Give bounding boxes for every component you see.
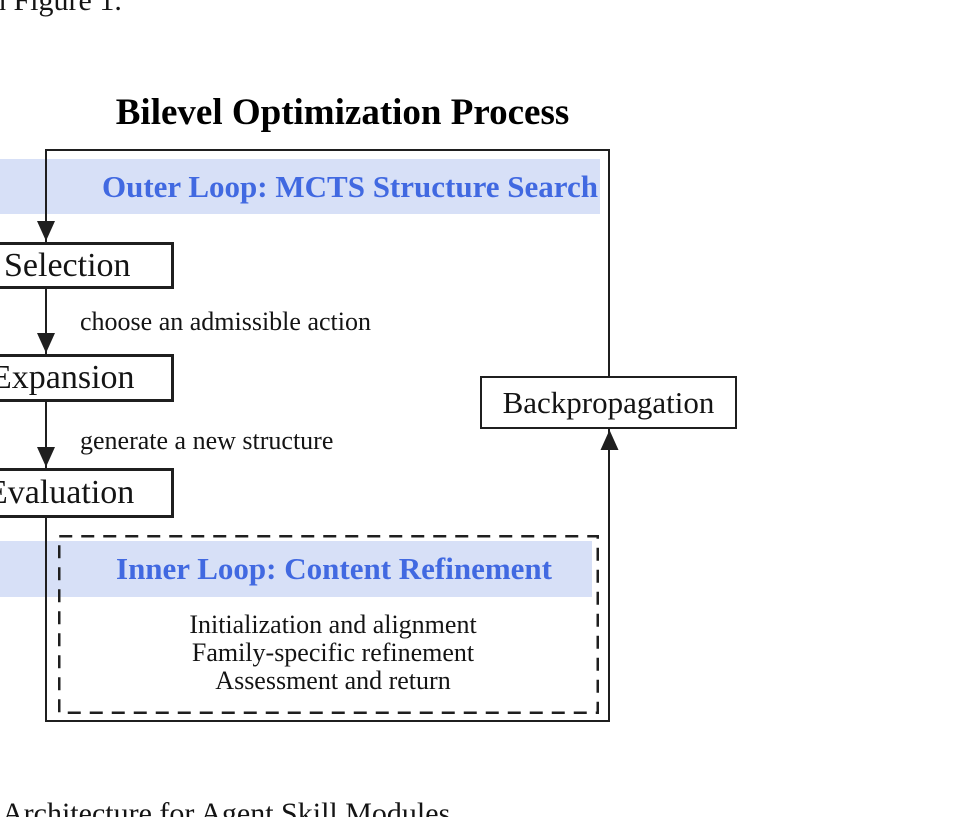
node-backpropagation: Backpropagation (480, 376, 737, 429)
node-expansion: Expansion (0, 354, 174, 402)
edge-label-choose-action: choose an admissible action (80, 307, 371, 336)
node-backpropagation-label: Backpropagation (502, 385, 715, 420)
inner-loop-steps: Initialization and alignment Family-spec… (0, 611, 666, 695)
edge-label-generate-structure: generate a new structure (80, 426, 334, 455)
node-selection-label: Selection (4, 246, 131, 284)
node-expansion-label: Expansion (0, 359, 135, 396)
outer-loop-banner-label: Outer Loop: MCTS Structure Search (102, 168, 598, 204)
inner-loop-step: Family-specific refinement (191, 638, 475, 667)
body-text-fragment-bottom: Architecture for Agent Skill Modules (2, 797, 451, 817)
node-evaluation: Evaluation (0, 468, 174, 518)
node-evaluation-label: Evaluation (0, 474, 135, 511)
inner-loop-step: Assessment and return (215, 666, 451, 695)
node-selection: Selection (0, 242, 174, 289)
figure-title: Bilevel Optimization Process (115, 92, 570, 133)
outer-loop-banner: Outer Loop: MCTS Structure Search (0, 159, 600, 214)
inner-loop-step: Initialization and alignment (189, 610, 477, 639)
body-text-fragment-top: n Figure 1. (0, 0, 122, 17)
